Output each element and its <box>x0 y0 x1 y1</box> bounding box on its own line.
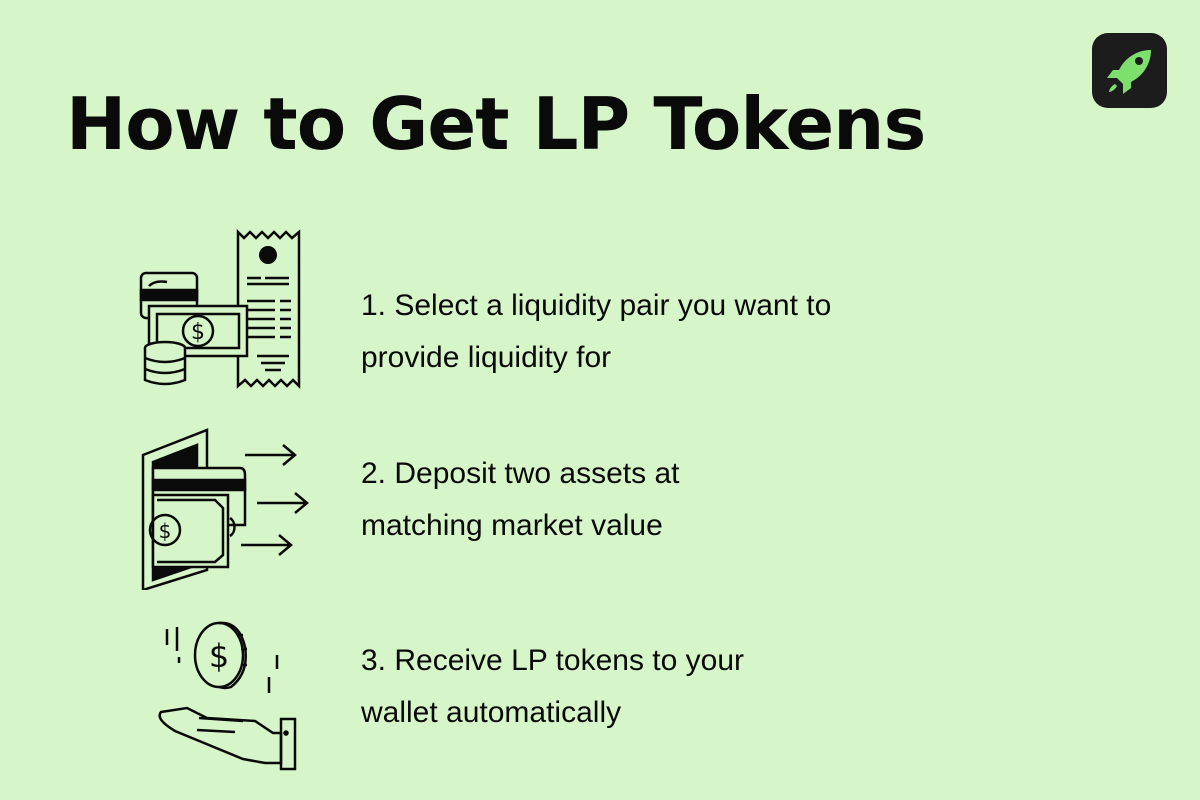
step-3-text: 3. Receive LP tokens to your wallet auto… <box>361 644 744 729</box>
page-title: How to Get LP Tokens <box>66 82 926 166</box>
svg-text:$: $ <box>209 637 229 675</box>
receive-coin-hand-icon: $ <box>158 621 297 771</box>
rocket-icon <box>1106 49 1151 94</box>
step-2-text: 2. Deposit two assets at matching market… <box>361 457 680 542</box>
svg-text:$: $ <box>159 519 172 543</box>
payment-receipt-icon: $ <box>139 228 301 390</box>
svg-text:$: $ <box>191 320 205 345</box>
step-1-text: 1. Select a liquidity pair you want to p… <box>361 289 832 374</box>
rocket-logo <box>1092 33 1167 108</box>
wallet-deposit-icon: $ <box>141 428 309 590</box>
